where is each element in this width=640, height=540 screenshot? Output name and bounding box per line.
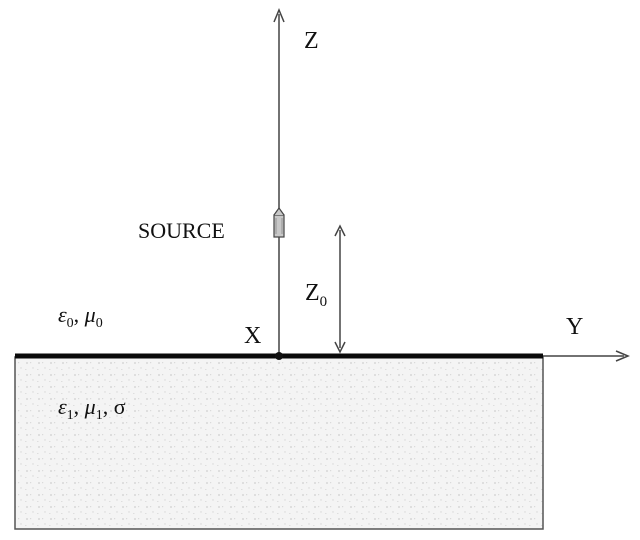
y-axis-label: Y xyxy=(566,314,583,340)
z-axis-label: Z xyxy=(304,28,319,54)
upper-medium-params: ε0, μ0 xyxy=(58,302,103,331)
y-axis-arrowhead xyxy=(615,350,630,362)
x-axis-label: X xyxy=(244,323,261,349)
origin-point xyxy=(275,352,283,360)
source-label: SOURCE xyxy=(138,218,225,243)
height-arrow-top-head xyxy=(334,224,346,237)
ground-region xyxy=(14,356,544,530)
z-axis-arrowhead xyxy=(273,8,285,23)
source-dipole-icon xyxy=(273,206,285,238)
height-arrow-bottom-head xyxy=(334,341,346,354)
source-height-label: Z0 xyxy=(305,280,327,310)
lower-medium-params: ε1, μ1, σ xyxy=(58,394,126,423)
